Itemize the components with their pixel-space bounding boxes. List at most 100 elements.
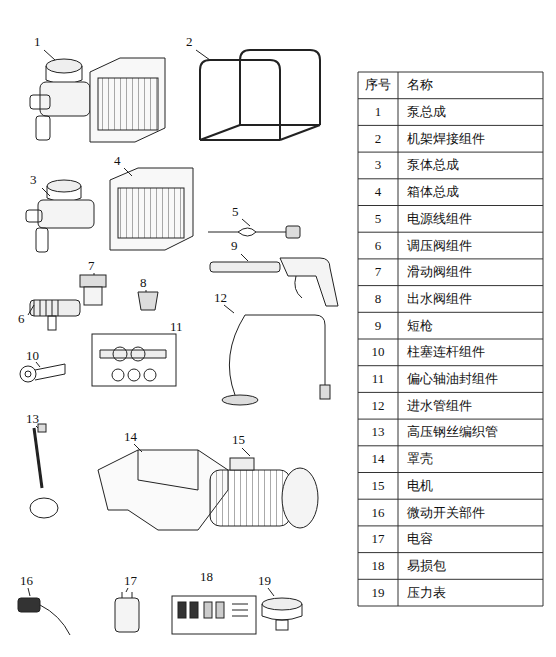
table-cell-text: 2 (375, 131, 382, 147)
table-name-cell: 压力表 (399, 580, 542, 605)
braided-hose (30, 424, 58, 518)
table-rule (358, 552, 543, 553)
table-number-cell: 5 (359, 207, 397, 232)
table-rule (358, 312, 543, 313)
frame-weld (200, 50, 320, 140)
table-rule (358, 72, 543, 73)
table-cell-text: 5 (375, 211, 382, 227)
table-rule (358, 339, 543, 340)
table-name-cell: 出水阀组件 (399, 287, 542, 312)
table-number-cell: 2 (359, 126, 397, 151)
table-cell-text: 短枪 (407, 317, 433, 335)
table-cell-text: 机架焊接组件 (407, 130, 485, 148)
table-cell-text: 电机 (407, 477, 433, 495)
table-name-cell: 进水管组件 (399, 393, 542, 418)
table-cell-text: 6 (375, 238, 382, 254)
table-number-cell: 9 (359, 313, 397, 338)
table-rule (358, 445, 543, 446)
table-name-cell: 柱塞连杆组件 (399, 340, 542, 365)
table-name-cell: 电机 (399, 474, 542, 499)
table-rule (358, 205, 543, 206)
table-cell-text: 19 (372, 585, 385, 601)
table-number-cell: 17 (359, 527, 397, 552)
table-rule (358, 419, 543, 420)
callout-number: 16 (20, 574, 33, 588)
table-number-cell: 序号 (359, 73, 397, 98)
table-cell-text: 易损包 (407, 557, 446, 575)
capacitor (115, 592, 139, 632)
spray-gun (210, 258, 338, 306)
pump-assembly (30, 58, 165, 142)
table-cell-text: 14 (372, 451, 385, 467)
table-cell-text: 8 (375, 291, 382, 307)
table-rule (358, 285, 543, 286)
table-header: 序号 (365, 76, 391, 94)
table-name-cell: 电容 (399, 527, 542, 552)
table-number-cell: 14 (359, 447, 397, 472)
table-cell-text: 16 (372, 505, 385, 521)
table-name-cell: 滑动阀组件 (399, 260, 542, 285)
plunger-rod (20, 364, 65, 382)
table-cell-text: 电源线组件 (407, 210, 472, 228)
pump-body (26, 180, 94, 252)
inlet-hose (222, 315, 330, 405)
table-name-cell: 微动开关部件 (399, 500, 542, 525)
table-number-cell: 19 (359, 580, 397, 605)
callout-number: 11 (170, 320, 183, 334)
callout-number: 8 (140, 276, 147, 290)
table-number-cell: 10 (359, 340, 397, 365)
table-cell-text: 进水管组件 (407, 397, 472, 415)
table-cell-text: 17 (372, 531, 385, 547)
table-cell-text: 15 (372, 478, 385, 494)
table-number-cell: 6 (359, 233, 397, 258)
table-cell-text: 11 (372, 371, 385, 387)
table-number-cell: 1 (359, 100, 397, 125)
table-rule (358, 98, 543, 99)
cover-shell (98, 450, 228, 530)
table-rule (358, 365, 543, 366)
wear-pack (172, 596, 256, 634)
table-name-cell: 箱体总成 (399, 180, 542, 205)
table-rule (358, 178, 543, 179)
power-cord (208, 226, 300, 238)
motor (210, 458, 318, 528)
table-name-cell: 电源线组件 (399, 207, 542, 232)
callout-number: 1 (34, 35, 41, 49)
table-name-cell: 短枪 (399, 313, 542, 338)
table-rule (358, 232, 543, 233)
table-name-cell: 机架焊接组件 (399, 126, 542, 151)
outlet-valve (138, 292, 158, 310)
pressure-valve (30, 300, 80, 330)
callout-number: 6 (18, 312, 25, 326)
table-cell-text: 7 (375, 264, 382, 280)
table-number-cell: 12 (359, 393, 397, 418)
table-number-cell: 8 (359, 287, 397, 312)
table-cell-text: 3 (375, 157, 382, 173)
table-number-cell: 13 (359, 420, 397, 445)
table-rule (398, 72, 399, 606)
table-number-cell: 3 (359, 153, 397, 178)
table-name-cell: 罩壳 (399, 447, 542, 472)
table-cell-text: 18 (372, 558, 385, 574)
table-rule (358, 525, 543, 526)
table-header: 名称 (407, 76, 433, 94)
callout-number: 5 (232, 205, 239, 219)
table-name-cell: 名称 (399, 73, 542, 98)
table-rule (543, 72, 544, 606)
table-name-cell: 泵体总成 (399, 153, 542, 178)
table-cell-text: 箱体总成 (407, 183, 459, 201)
table-name-cell: 易损包 (399, 554, 542, 579)
callout-number: 15 (232, 433, 245, 447)
table-cell-text: 压力表 (407, 584, 446, 602)
pressure-gauge (262, 598, 302, 630)
callout-number: 19 (258, 574, 271, 588)
table-name-cell: 调压阀组件 (399, 233, 542, 258)
table-rule (358, 579, 543, 580)
table-rule (358, 606, 543, 607)
table-cell-text: 10 (372, 344, 385, 360)
table-name-cell: 偏心轴油封组件 (399, 367, 542, 392)
table-name-cell: 高压钢丝编织管 (399, 420, 542, 445)
table-cell-text: 微动开关部件 (407, 504, 485, 522)
